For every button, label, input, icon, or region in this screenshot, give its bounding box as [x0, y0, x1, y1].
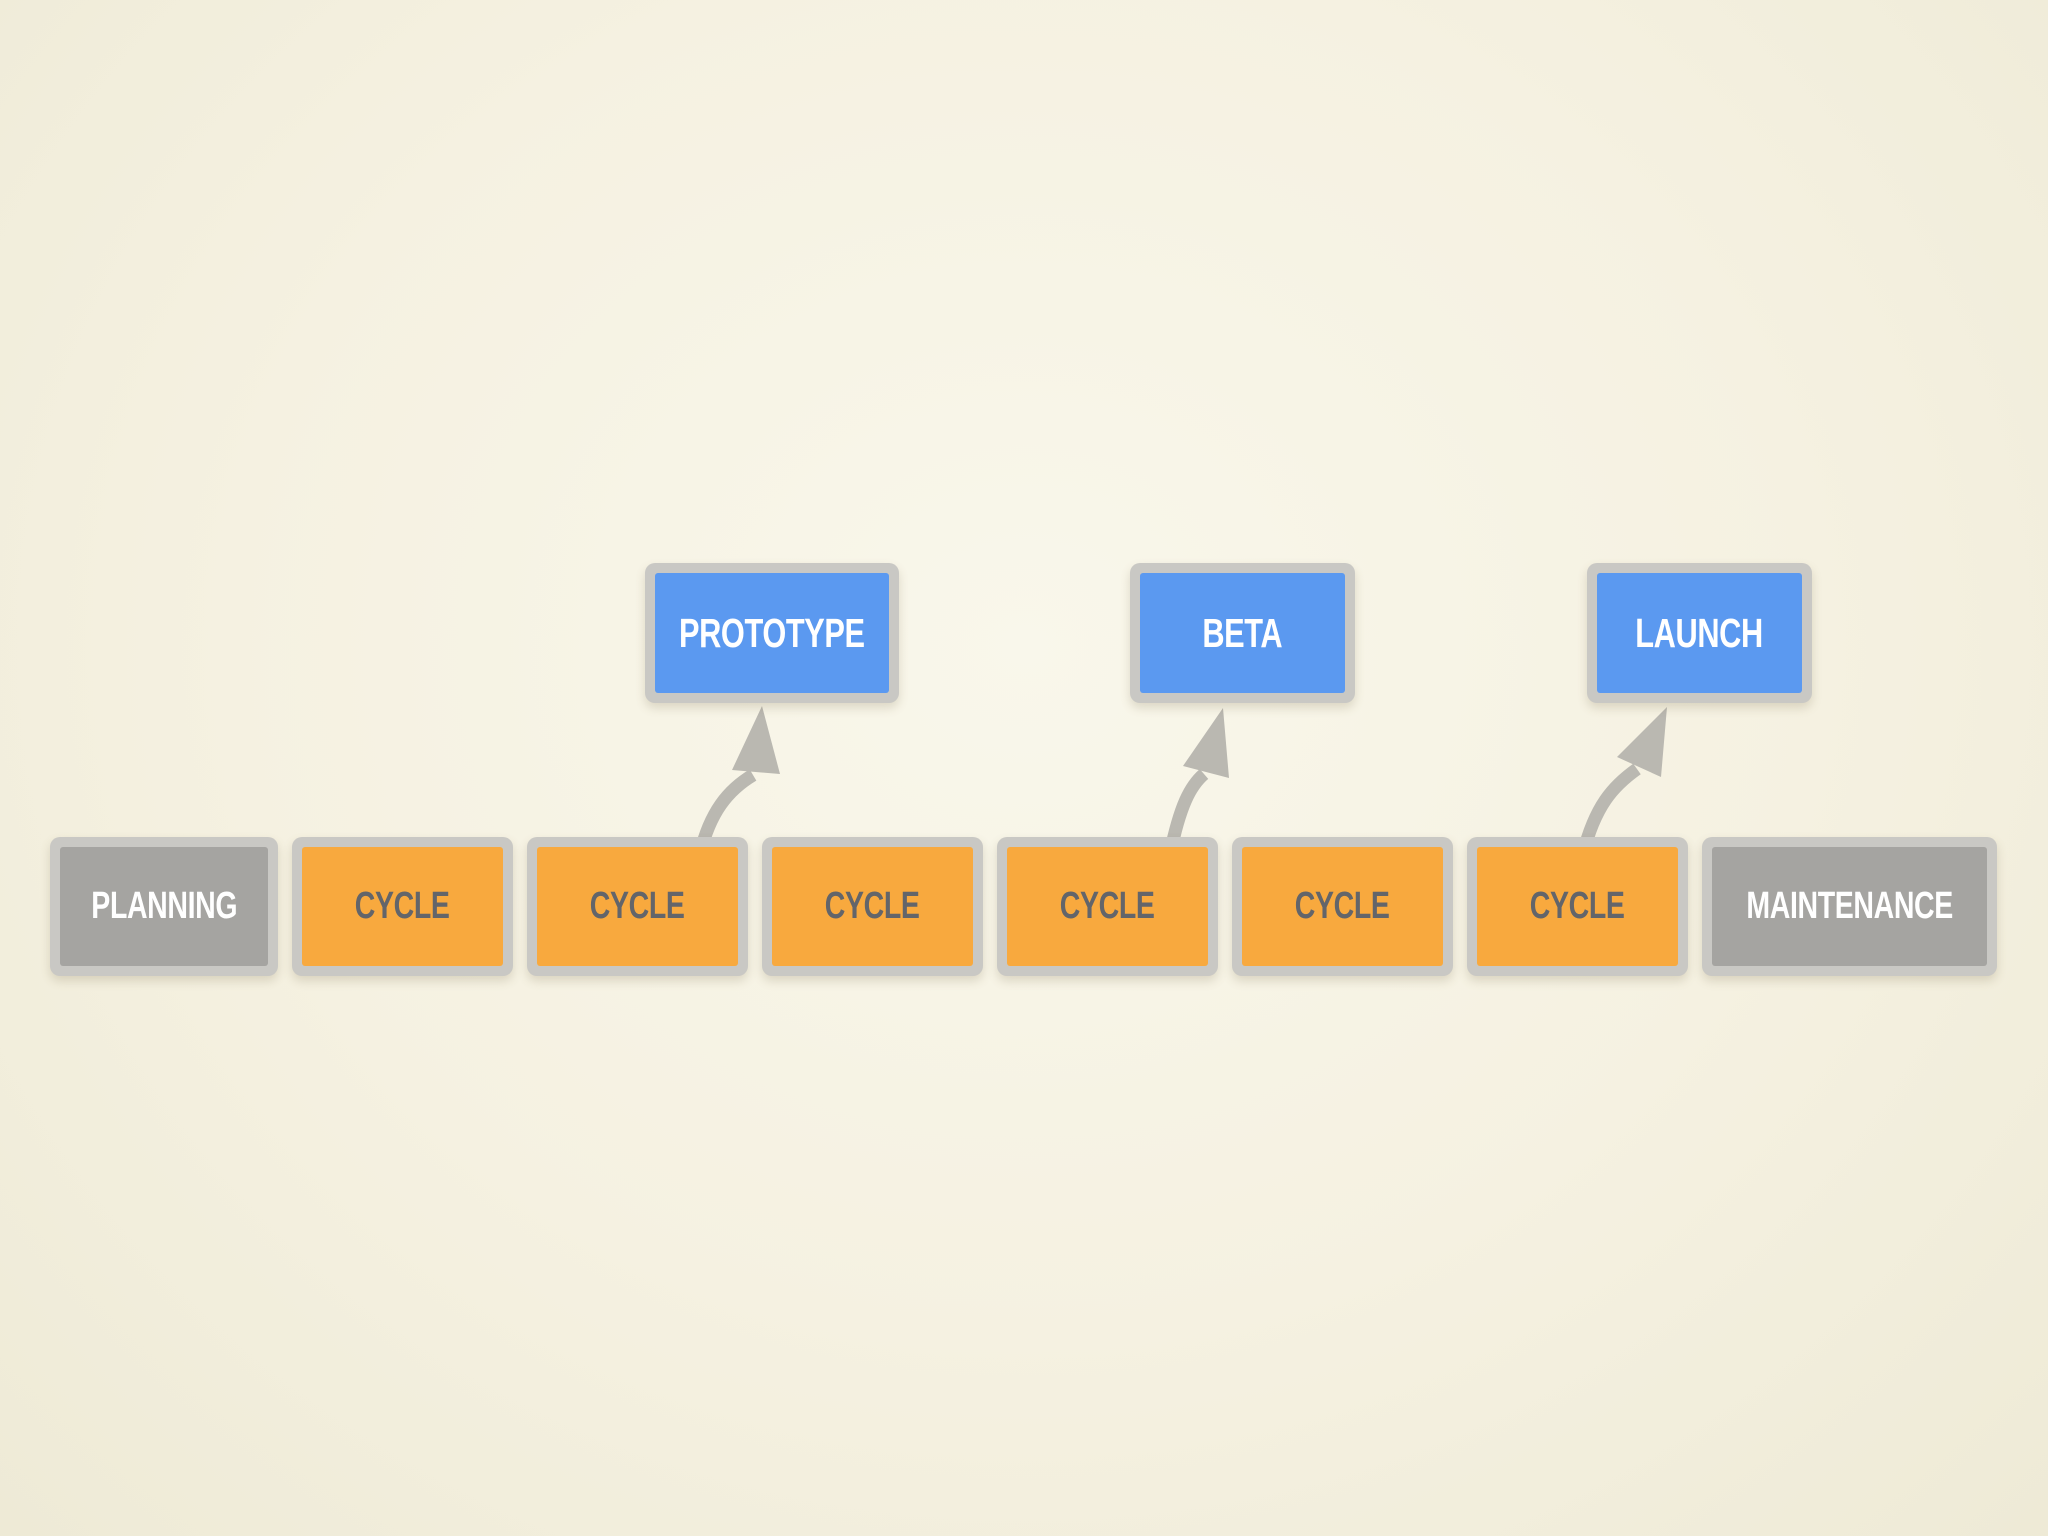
timeline-box-planning: PLANNING [50, 837, 278, 976]
timeline-row: PLANNING CYCLE CYCLE CYCLE CYCLE CYCLE [50, 837, 1997, 976]
timeline-box-cycle-1: CYCLE [292, 837, 513, 976]
timeline-box-cycle-6: CYCLE [1466, 837, 1688, 976]
timeline-box-cycle-1-label: CYCLE [355, 885, 450, 927]
arrow-to-prototype [693, 706, 780, 856]
arrow-to-beta [1163, 708, 1229, 856]
milestone-prototype-label: PROTOTYPE [679, 609, 865, 656]
arrow-to-launch [1576, 707, 1667, 856]
timeline-box-cycle-4: CYCLE [996, 837, 1218, 976]
timeline-box-cycle-3: CYCLE [761, 837, 983, 976]
timeline-box-planning-label: PLANNING [91, 885, 237, 927]
milestone-prototype: PROTOTYPE [645, 563, 899, 703]
milestone-beta-plate: BETA [1140, 573, 1345, 693]
milestone-beta-label: BETA [1202, 609, 1283, 656]
milestone-launch-plate: LAUNCH [1597, 573, 1802, 693]
milestone-beta: BETA [1130, 563, 1355, 703]
timeline-box-cycle-4-label: CYCLE [1059, 885, 1155, 927]
timeline-box-cycle-2-label: CYCLE [590, 885, 685, 927]
timeline-box-cycle-6-label: CYCLE [1529, 885, 1625, 927]
timeline-box-cycle-5-label: CYCLE [1294, 885, 1390, 927]
timeline-box-cycle-5: CYCLE [1231, 837, 1453, 976]
timeline-box-maintenance: MAINTENANCE [1701, 837, 1997, 976]
timeline-box-maintenance-label: MAINTENANCE [1746, 885, 1953, 927]
timeline-box-cycle-3-label: CYCLE [825, 885, 920, 927]
timeline-box-cycle-2: CYCLE [526, 837, 748, 976]
milestone-launch-label: LAUNCH [1635, 609, 1764, 656]
milestone-prototype-plate: PROTOTYPE [655, 573, 889, 693]
milestone-launch: LAUNCH [1587, 563, 1812, 703]
